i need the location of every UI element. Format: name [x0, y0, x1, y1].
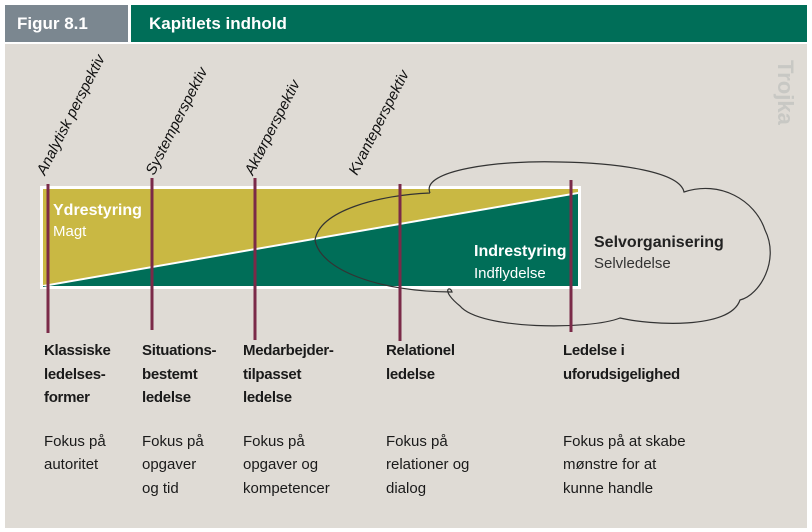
column-desc: og tid — [142, 479, 179, 497]
column-title: bestemt — [142, 365, 198, 383]
column-title: ledelses- — [44, 365, 106, 383]
perspective-label: Systemperspektiv — [142, 63, 212, 178]
inner-control-area — [43, 194, 578, 287]
column-desc: dialog — [386, 479, 427, 497]
column-desc: Fokus på — [386, 432, 448, 450]
column-title: ledelse — [243, 389, 292, 406]
leadership-markers — [46, 178, 573, 341]
watermark: Trojka — [773, 60, 798, 126]
outer-control-sub: Magt — [53, 223, 87, 240]
column-desc: autoritet — [44, 456, 99, 473]
column-situational: Situations-bestemt ledelse Fokus på opgave… — [142, 339, 217, 500]
column-desc: opgaver — [142, 456, 197, 473]
figure-title: Kapitlets indhold — [131, 5, 807, 42]
column-desc: kompetencer — [243, 479, 330, 497]
figure-number: Figur 8.1 — [5, 5, 128, 42]
column-title: ledelse — [142, 389, 191, 406]
outer-control-label: Ydrestyring — [53, 202, 142, 219]
column-title: Klassiske — [44, 342, 111, 359]
column-title: tilpasset — [243, 365, 302, 383]
column-title: Relationel — [386, 342, 455, 359]
perspective-label: Analytisk perspektiv — [33, 51, 109, 179]
column-desc: Fokus på — [44, 432, 106, 450]
column-title: uforudsigelighed — [563, 365, 680, 383]
column-desc: Fokus på — [243, 432, 305, 450]
column-classic: Klassiske ledelses-former Fokus på autorit… — [44, 339, 111, 477]
inner-control-label: Indrestyring — [474, 243, 566, 260]
column-desc: opgaver og — [243, 456, 319, 473]
column-title: Ledelse i — [563, 342, 625, 359]
column-employee: Medarbejder-tilpasset ledelse Fokus på opg… — [243, 339, 334, 500]
self-org-label: Selvorganisering — [594, 234, 724, 251]
column-desc: mønstre for at — [563, 456, 657, 473]
self-organizing-cloud — [314, 161, 771, 327]
outer-control-area — [43, 189, 578, 285]
column-desc: kunne handle — [563, 479, 654, 497]
self-org-sub: Selvledelse — [594, 255, 671, 272]
column-title: former — [44, 389, 90, 406]
column-desc: Fokus på — [142, 432, 204, 450]
column-title: Situations- — [142, 342, 217, 359]
column-title: Medarbejder- — [243, 342, 334, 359]
inner-control-sub: Indflydelse — [474, 265, 546, 282]
perspective-label: Aktørperspektiv — [241, 76, 305, 179]
column-title: ledelse — [386, 365, 435, 383]
column-desc: Fokus på at skabe — [563, 432, 686, 450]
column-desc: relationer og — [386, 456, 470, 473]
perspective-label: Kvanteperspektiv — [345, 66, 413, 178]
